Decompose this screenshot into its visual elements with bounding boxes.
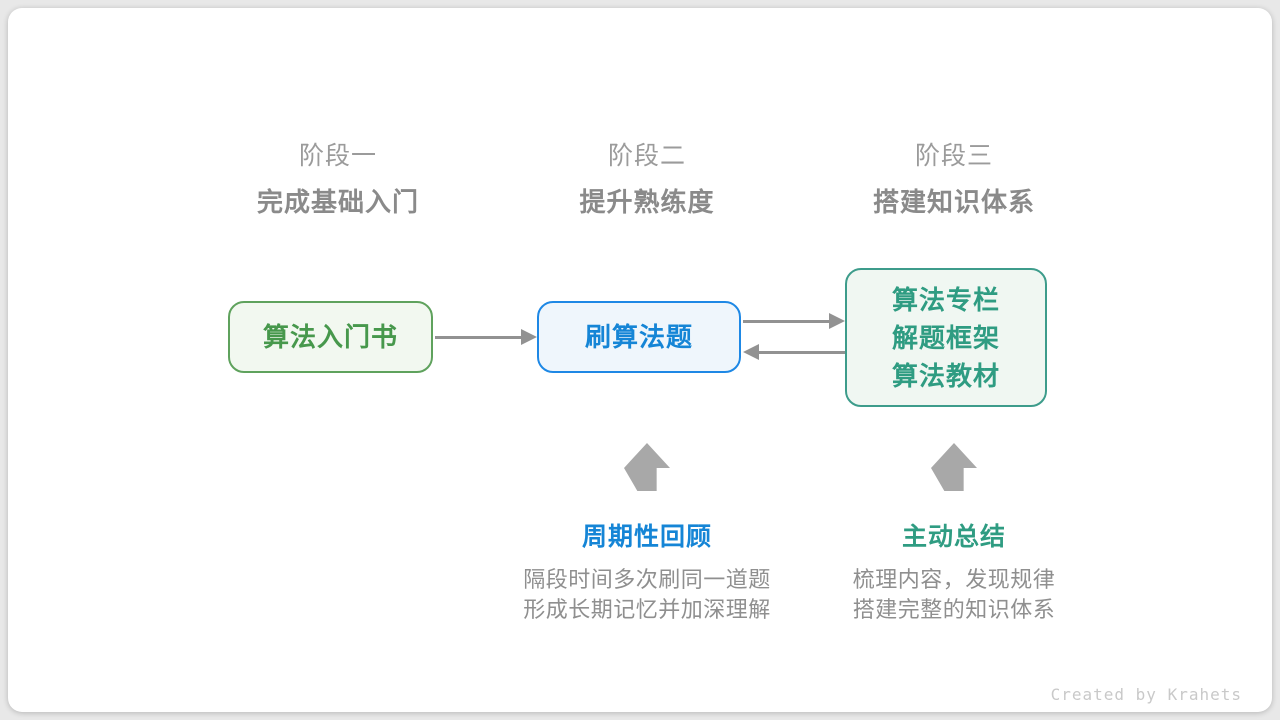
node-knowledge-resources-line-3: 算法教材	[891, 360, 1000, 391]
credit-text: Created by Krahets	[1050, 685, 1242, 704]
annotation-periodic-review-title: 周期性回顾	[581, 523, 712, 551]
node-knowledge-resources-line-1: 算法专栏	[891, 284, 1000, 315]
annotation-active-summary-desc-2: 搭建完整的知识体系	[852, 597, 1056, 622]
diagram-card: 阶段一 完成基础入门 阶段二 提升熟练度 阶段三 搭建知识体系 算法入门书 刷算…	[8, 8, 1272, 712]
stage-2-label: 阶段二	[607, 142, 686, 170]
arrow-book-to-practice-head-icon	[521, 329, 537, 345]
stage-3-label: 阶段三	[914, 142, 993, 170]
arrow-practice-to-resources-line	[743, 320, 829, 323]
node-practice-problems: 刷算法题	[537, 301, 741, 373]
up-arrow-periodic-review-icon	[624, 443, 670, 491]
stage-1-subtitle: 完成基础入门	[256, 187, 419, 217]
up-arrow-active-summary-icon	[931, 443, 977, 491]
annotation-active-summary-desc-1: 梳理内容，发现规律	[852, 567, 1056, 592]
annotation-active-summary-title: 主动总结	[901, 523, 1006, 551]
arrow-book-to-practice-line	[435, 336, 523, 339]
arrow-practice-to-resources-head-icon	[829, 313, 845, 329]
node-algorithm-intro-book: 算法入门书	[228, 301, 433, 373]
arrow-resources-to-practice-line	[759, 351, 845, 354]
node-knowledge-resources-line-2: 解题框架	[891, 322, 1000, 353]
stage-1-label: 阶段一	[298, 142, 377, 170]
annotation-periodic-review-desc-2: 形成长期记忆并加深理解	[523, 597, 771, 622]
annotation-periodic-review-desc-1: 隔段时间多次刷同一道题	[523, 567, 771, 592]
node-algorithm-intro-book-label: 算法入门书	[262, 322, 398, 352]
node-knowledge-resources: 算法专栏 解题框架 算法教材	[845, 268, 1047, 407]
stage-2-subtitle: 提升熟练度	[579, 187, 715, 217]
stage-3-subtitle: 搭建知识体系	[872, 187, 1035, 217]
arrow-resources-to-practice-head-icon	[743, 344, 759, 360]
node-practice-problems-label: 刷算法题	[584, 322, 693, 352]
